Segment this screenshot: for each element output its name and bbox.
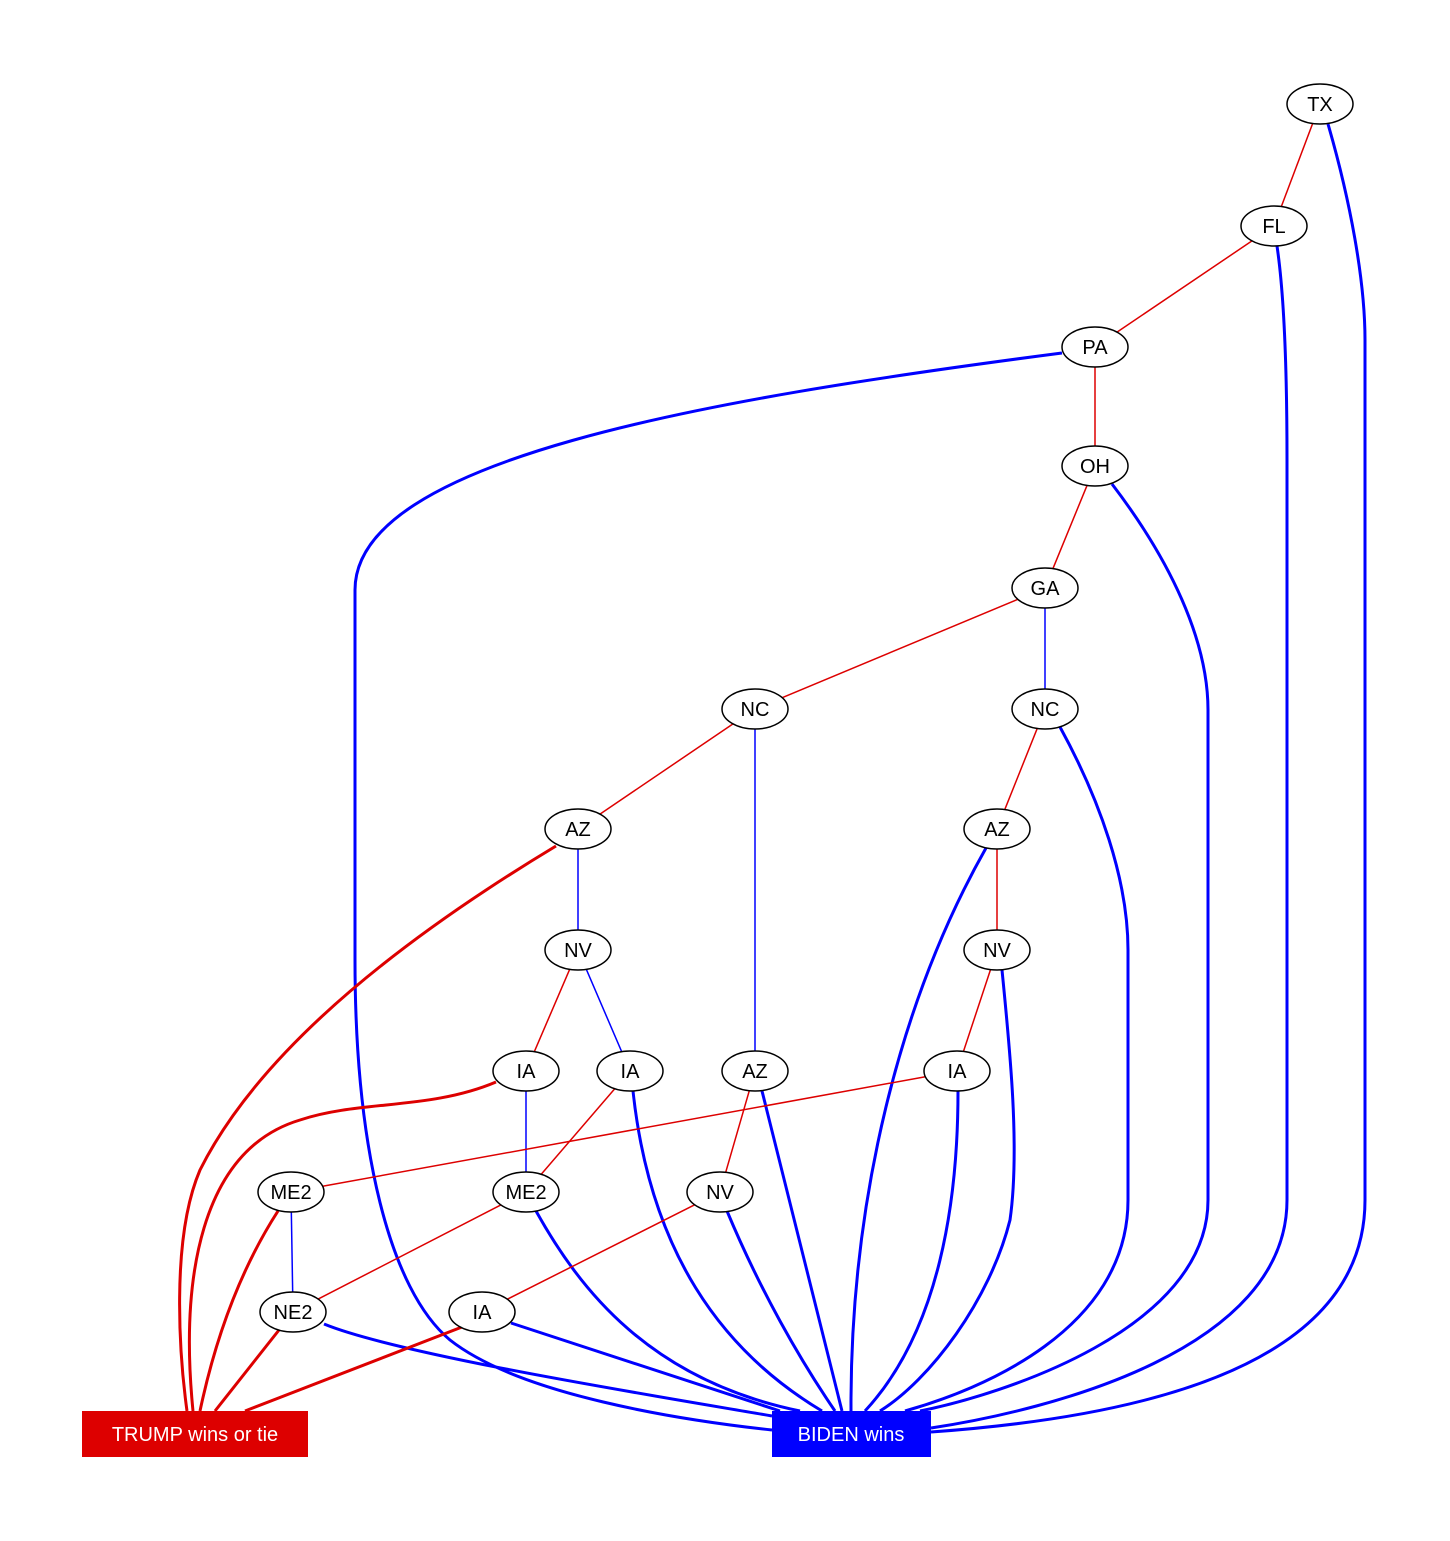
- node-label: AZ: [742, 1061, 768, 1083]
- node-ga: GA: [1011, 567, 1079, 609]
- node-me2a: ME2: [257, 1171, 325, 1213]
- edge-fl-pa-trump: [1116, 240, 1253, 333]
- node-label: ME2: [505, 1182, 546, 1204]
- node-ellipse: [544, 808, 612, 850]
- edge-me2b-ne2-trump: [317, 1204, 502, 1300]
- edge-nc2-biden-biden: [904, 726, 1130, 1413]
- biden-terminal-box: [772, 1411, 931, 1457]
- node-label: IA: [473, 1302, 493, 1324]
- node-tx: TX: [1286, 83, 1354, 125]
- trump-terminal-box: [82, 1411, 308, 1457]
- node-ia3: IA: [923, 1050, 991, 1092]
- node-label: IA: [621, 1061, 641, 1083]
- node-label: GA: [1031, 578, 1061, 600]
- edge-az2-biden-biden: [849, 847, 988, 1412]
- edge-ia3-me2a-trump: [322, 1076, 926, 1187]
- node-ellipse: [1061, 445, 1129, 487]
- node-nv2: NV: [963, 929, 1031, 971]
- node-ellipse: [686, 1171, 754, 1213]
- edge-nv2-biden-biden: [879, 969, 1016, 1413]
- edge-ia2-me2b-trump: [540, 1088, 616, 1175]
- node-label: TX: [1307, 94, 1333, 116]
- node-ellipse: [923, 1050, 991, 1092]
- edge-me2a-trump-trump: [198, 1210, 280, 1412]
- node-ellipse: [721, 1050, 789, 1092]
- edge-tx-biden-biden: [930, 123, 1367, 1434]
- node-label: OH: [1080, 456, 1110, 478]
- node-label: NE2: [274, 1302, 313, 1324]
- node-ellipse: [963, 929, 1031, 971]
- node-fl: FL: [1240, 205, 1308, 247]
- node-ellipse: [1011, 567, 1079, 609]
- node-me2b: ME2: [492, 1171, 560, 1213]
- node-label: NV: [706, 1182, 734, 1204]
- node-az2: AZ: [963, 808, 1031, 850]
- edge-nv1-ia1-trump: [533, 969, 571, 1052]
- node-az1: AZ: [544, 808, 612, 850]
- edge-fl-biden-biden: [930, 245, 1289, 1430]
- edge-oh-ga-trump: [1052, 485, 1088, 569]
- node-label: AZ: [984, 819, 1010, 841]
- node-ellipse: [257, 1171, 325, 1213]
- node-ellipse: [1286, 83, 1354, 125]
- edge-nc2-az2-trump: [1004, 728, 1038, 810]
- node-ellipse: [492, 1171, 560, 1213]
- node-label: IA: [517, 1061, 537, 1083]
- node-ellipse: [492, 1050, 560, 1092]
- node-ellipse: [544, 929, 612, 971]
- node-ellipse: [448, 1291, 516, 1333]
- node-ellipse: [1240, 205, 1308, 247]
- edge-nv3-biden-biden: [725, 1210, 837, 1412]
- edge-ia4-biden-biden: [510, 1321, 781, 1413]
- edge-tx-fl-trump: [1280, 123, 1314, 207]
- edge-nv1-ia2-biden: [585, 969, 623, 1052]
- node-label: AZ: [565, 819, 591, 841]
- node-nv1: NV: [544, 929, 612, 971]
- edge-ia3-biden-biden: [863, 1090, 960, 1413]
- node-az3: AZ: [721, 1050, 789, 1092]
- edge-az3-biden-biden: [760, 1090, 844, 1412]
- node-ellipse: [963, 808, 1031, 850]
- edge-az3-nv3-trump: [724, 1090, 751, 1173]
- edge-nv3-ia4-trump: [507, 1204, 695, 1300]
- node-ia2: IA: [596, 1050, 664, 1092]
- edge-ne2-biden-biden: [323, 1322, 773, 1418]
- biden-terminal-label: BIDEN wins: [798, 1424, 905, 1446]
- node-ellipse: [1011, 688, 1079, 730]
- node-nc1: NC: [721, 688, 789, 730]
- edge-ia1-trump-trump: [188, 1080, 497, 1412]
- node-label: NC: [741, 699, 770, 721]
- node-label: PA: [1082, 337, 1108, 359]
- node-label: FL: [1262, 216, 1285, 238]
- edge-nc1-az1-trump: [599, 723, 734, 815]
- edge-ia4-trump-trump: [244, 1325, 463, 1413]
- node-label: NC: [1031, 699, 1060, 721]
- node-ne2: NE2: [259, 1291, 327, 1333]
- node-ia4: IA: [448, 1291, 516, 1333]
- node-label: IA: [948, 1061, 968, 1083]
- edge-ne2-trump-trump: [213, 1329, 281, 1412]
- edge-me2b-biden-biden: [534, 1210, 801, 1413]
- node-ellipse: [596, 1050, 664, 1092]
- node-label: NV: [983, 940, 1011, 962]
- edge-ga-nc1-trump: [781, 598, 1019, 699]
- node-ellipse: [721, 688, 789, 730]
- trump-terminal-label: TRUMP wins or tie: [112, 1424, 278, 1446]
- node-ia1: IA: [492, 1050, 560, 1092]
- node-pa: PA: [1061, 326, 1129, 368]
- node-oh: OH: [1061, 445, 1129, 487]
- edge-me2a-ne2-biden: [290, 1211, 294, 1293]
- node-label: NV: [564, 940, 592, 962]
- edge-nv2-ia3-trump: [962, 969, 992, 1052]
- edge-pa-biden-biden: [353, 351, 1063, 1432]
- edge-az1-trump-trump: [178, 844, 557, 1412]
- edge-ia2-biden-biden: [631, 1090, 823, 1413]
- node-nv3: NV: [686, 1171, 754, 1213]
- node-ellipse: [1061, 326, 1129, 368]
- node-label: ME2: [270, 1182, 311, 1204]
- edge-oh-biden-biden: [919, 483, 1210, 1413]
- node-ellipse: [259, 1291, 327, 1333]
- node-nc2: NC: [1011, 688, 1079, 730]
